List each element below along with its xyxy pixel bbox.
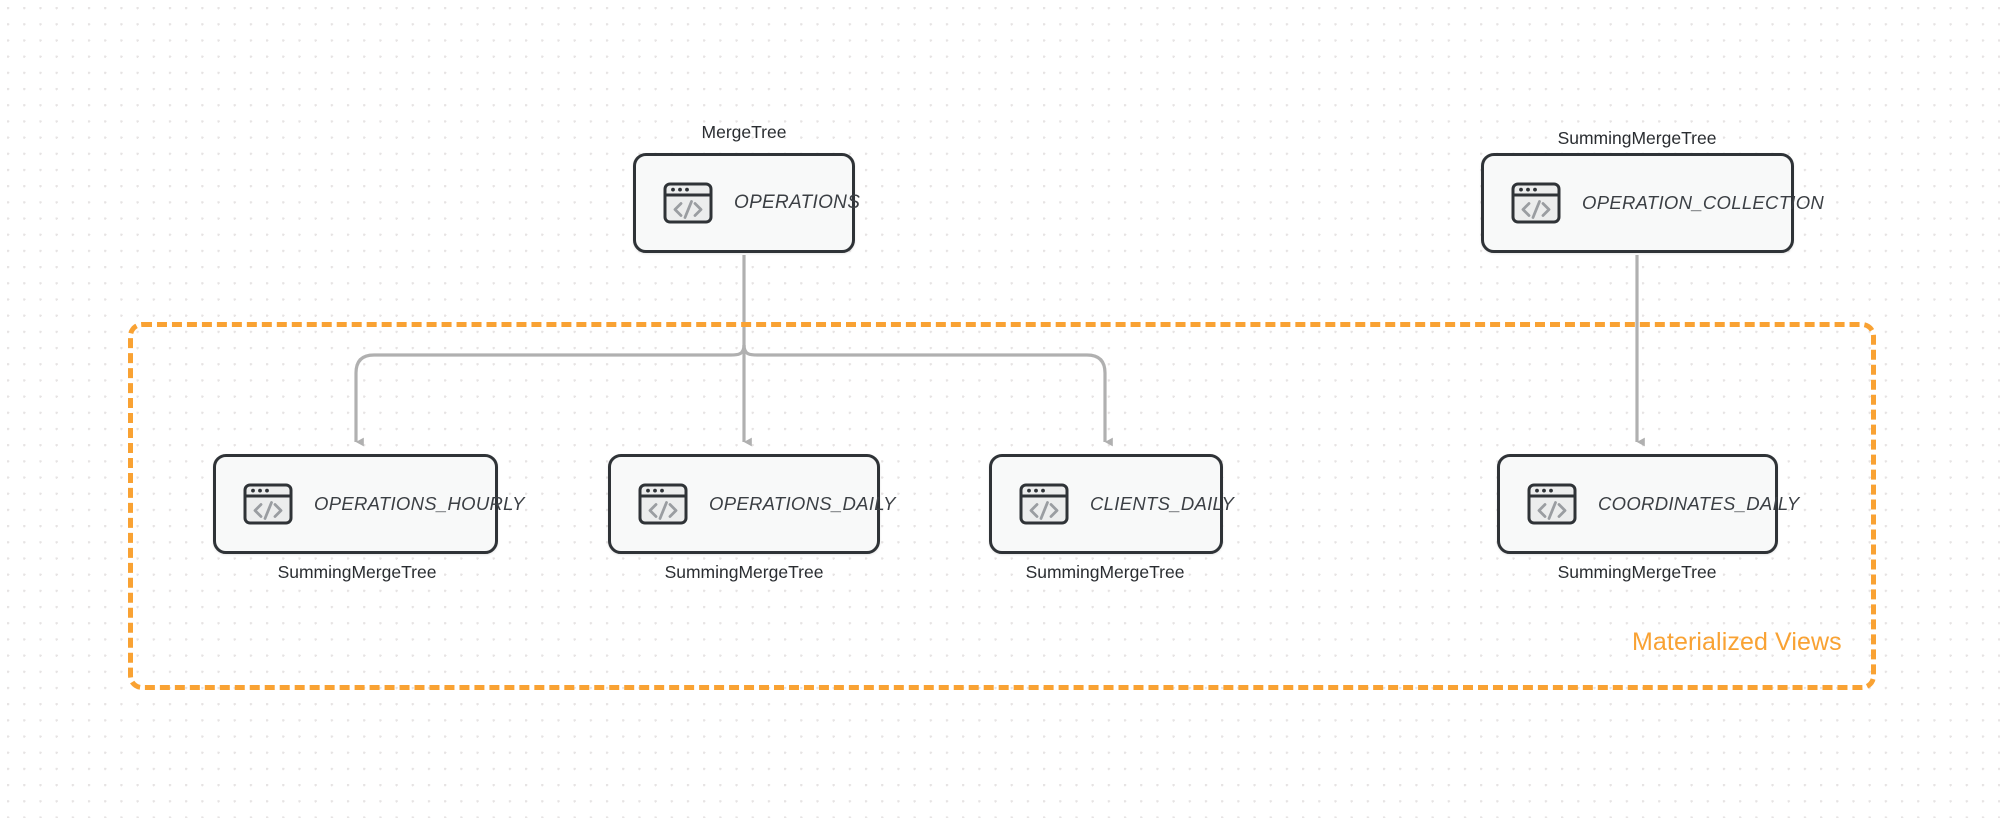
- node-title: OPERATIONS_DAILY: [709, 493, 896, 514]
- code-window-icon: [243, 483, 293, 525]
- code-window-icon: [663, 182, 713, 224]
- node-coordinates-daily[interactable]: COORDINATES_DAILY: [1497, 454, 1799, 554]
- engine-label-clients-daily: SummingMergeTree: [1025, 562, 1185, 582]
- node-operations-hourly[interactable]: OPERATIONS_HOURLY: [213, 454, 524, 554]
- node-title: OPERATIONS_HOURLY: [314, 493, 525, 514]
- code-window-icon: [1527, 483, 1577, 525]
- engine-label-operations-hourly: SummingMergeTree: [277, 562, 437, 582]
- node-operations-daily[interactable]: OPERATIONS_DAILY: [608, 454, 895, 554]
- code-window-icon: [638, 483, 688, 525]
- node-title: OPERATIONS: [734, 192, 861, 213]
- materialized-views-label: Materialized Views: [1632, 628, 1842, 656]
- node-title: OPERATION_COLLECTION: [1582, 192, 1825, 213]
- code-window-icon: [1511, 182, 1561, 224]
- node-clients-daily[interactable]: CLIENTS_DAILY: [989, 454, 1234, 554]
- node-operations[interactable]: OPERATIONS: [633, 153, 860, 253]
- node-title: COORDINATES_DAILY: [1598, 493, 1800, 514]
- engine-label-operations-daily: SummingMergeTree: [664, 562, 824, 582]
- node-title: CLIENTS_DAILY: [1090, 493, 1235, 514]
- engine-label-operations: MergeTree: [701, 122, 787, 142]
- node-operation-collection[interactable]: OPERATION_COLLECTION: [1481, 153, 1824, 253]
- engine-label-coordinates-daily: SummingMergeTree: [1557, 562, 1717, 582]
- code-window-icon: [1019, 483, 1069, 525]
- engine-label-operation-collection: SummingMergeTree: [1557, 128, 1717, 148]
- materialized-views-group: [128, 322, 1876, 690]
